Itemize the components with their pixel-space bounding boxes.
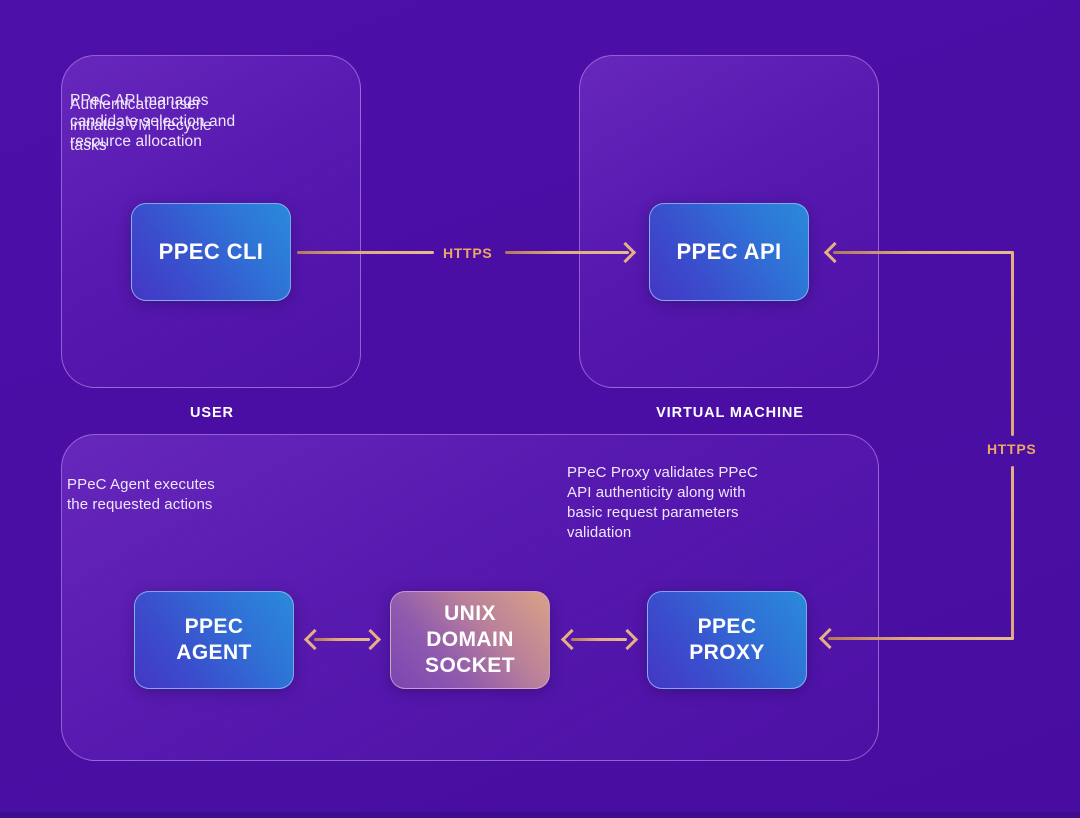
connector-loop-vertical-lower (1011, 466, 1014, 639)
panel-title-user: USER (190, 405, 234, 421)
connector-agent-to-uds (314, 638, 370, 641)
connector-loop-bottom-segment (828, 637, 1014, 640)
connector-label-https-top: HTTPS (443, 245, 493, 261)
bottom-edge-strip (0, 812, 1080, 818)
panel-note-proxy: PPeC Proxy validates PPeC API authentici… (567, 464, 758, 541)
connector-loop-vertical-upper (1011, 251, 1014, 436)
panel-note-agent: PPeC Agent executes the requested action… (67, 476, 215, 513)
node-ppec-api[interactable]: PPEC API (649, 203, 809, 301)
panel-title-virtual-machine: VIRTUAL MACHINE (656, 405, 804, 421)
connector-cli-to-api-segment-right (505, 251, 629, 254)
connector-loop-top-segment (833, 251, 1014, 254)
node-ppec-agent[interactable]: PPEC AGENT (134, 591, 294, 689)
panel-note-user: Authenticated user initiates VM lifecycl… (70, 96, 212, 154)
connector-cli-to-api-segment-left (297, 251, 434, 254)
connector-uds-to-proxy (571, 638, 627, 641)
node-unix-domain-socket[interactable]: UNIX DOMAIN SOCKET (390, 591, 550, 689)
node-ppec-cli[interactable]: PPEC CLI (131, 203, 291, 301)
panel-note-virtual-machine: PPeC API manages candidate selection and… (70, 92, 236, 150)
connector-label-https-right: HTTPS (987, 441, 1037, 457)
node-ppec-proxy[interactable]: PPEC PROXY (647, 591, 807, 689)
